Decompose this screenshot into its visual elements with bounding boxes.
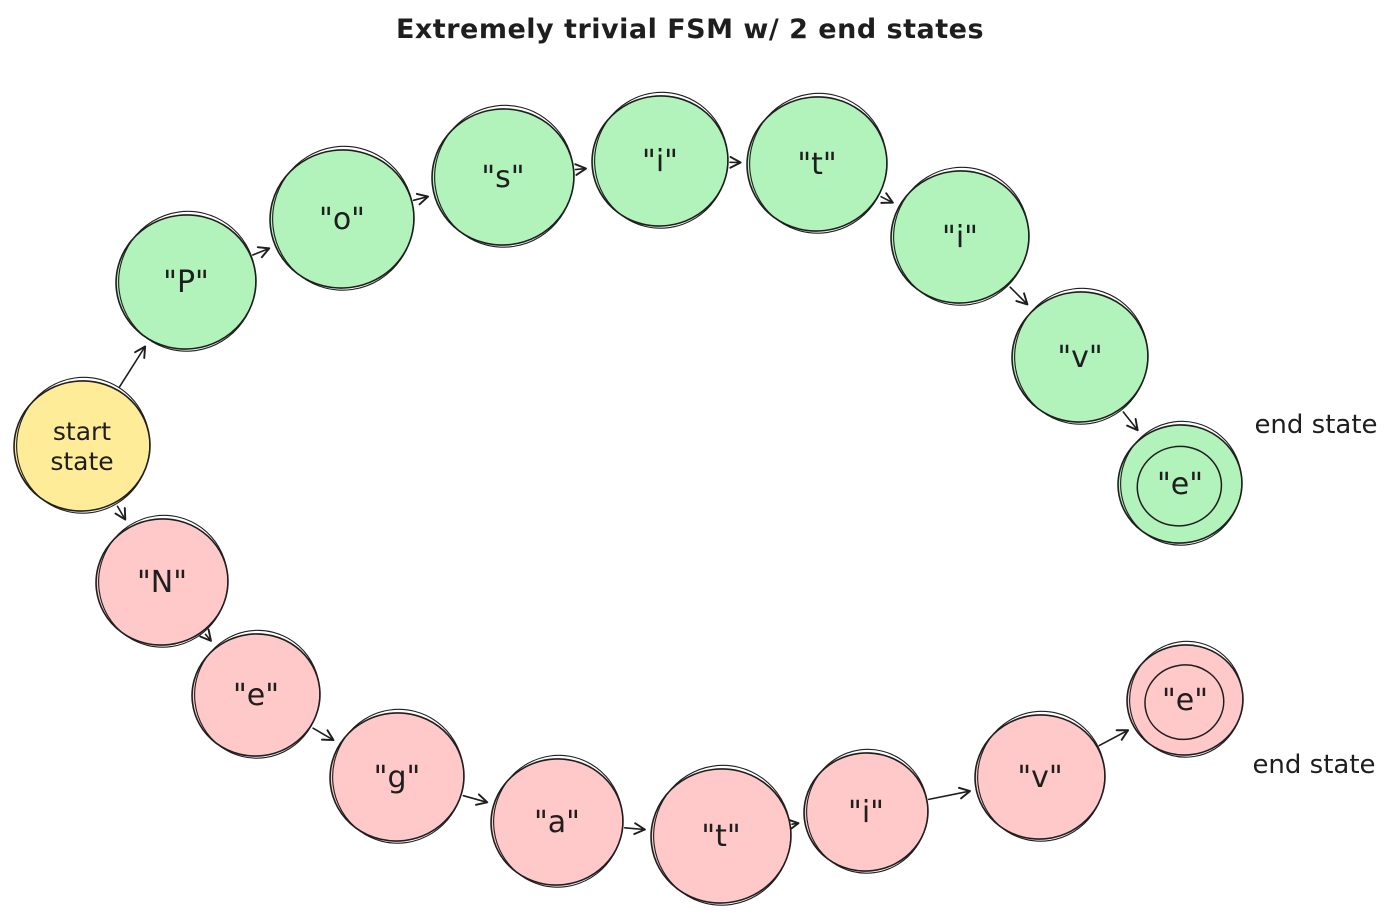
state-label: "i" bbox=[642, 144, 678, 179]
state-pos-p: "P" bbox=[115, 210, 257, 352]
state-circle-sketch-stroke bbox=[434, 104, 575, 248]
state-neg-t: "t" bbox=[650, 764, 792, 906]
state-neg-v: "v" bbox=[974, 710, 1106, 842]
state-label: "g" bbox=[374, 760, 421, 795]
transition-arrow-pos-v-to-pos-e-end bbox=[1122, 411, 1139, 432]
state-label: "N" bbox=[137, 565, 187, 600]
state-circle-sketch-stroke bbox=[272, 145, 415, 291]
state-circle-sketch-stroke bbox=[118, 210, 257, 352]
transition-arrow-neg-g-to-neg-a bbox=[462, 793, 489, 806]
state-pos-t: "t" bbox=[746, 92, 888, 234]
state-label: "e" bbox=[1162, 683, 1208, 718]
end-state-label-negative: end state bbox=[1252, 750, 1375, 780]
state-pos-v: "v" bbox=[1011, 287, 1149, 425]
state-label: "a" bbox=[534, 805, 580, 840]
state-neg-a: "a" bbox=[490, 754, 624, 888]
state-neg-e1: "e" bbox=[191, 629, 321, 759]
state-circle-sketch-stroke bbox=[1129, 640, 1244, 758]
state-circle-sketch-stroke bbox=[1014, 287, 1149, 425]
state-neg-n: "N" bbox=[95, 514, 229, 648]
state-pos-s: "s" bbox=[431, 104, 575, 248]
state-circle-sketch-stroke bbox=[749, 92, 888, 234]
state-pos-o: "o" bbox=[269, 145, 415, 291]
state-circle-sketch-stroke bbox=[806, 748, 929, 874]
state-circle-sketch-stroke bbox=[16, 376, 151, 514]
state-circle-sketch-stroke bbox=[332, 708, 465, 844]
state-neg-e-end: "e" bbox=[1126, 640, 1244, 758]
transition-arrow-neg-v-to-neg-e-end bbox=[1098, 729, 1130, 747]
state-pos-i2: "i" bbox=[890, 166, 1030, 306]
transition-arrow-pos-o-to-pos-s bbox=[412, 192, 430, 206]
end-state-label-positive: end state bbox=[1254, 410, 1377, 440]
state-pos-i1: "i" bbox=[591, 91, 729, 229]
state-circle-sketch-stroke bbox=[1120, 420, 1243, 546]
state-circle-sketch-stroke bbox=[653, 764, 792, 906]
diagram-title: Extremely trivial FSM w/ 2 end states bbox=[396, 14, 984, 45]
state-label: "e" bbox=[1157, 467, 1203, 502]
state-label: "i" bbox=[942, 220, 978, 255]
state-pos-e-end: "e" bbox=[1117, 420, 1243, 546]
state-label: "e" bbox=[233, 678, 279, 713]
state-label: "i" bbox=[848, 795, 884, 830]
state-label: "s" bbox=[481, 160, 524, 195]
state-label: "o" bbox=[319, 202, 365, 237]
transition-arrow-pos-i2-to-pos-v bbox=[1009, 286, 1029, 306]
state-label: "v" bbox=[1057, 340, 1102, 375]
state-neg-g: "g" bbox=[329, 708, 465, 844]
transition-arrow-neg-n-to-neg-e1 bbox=[199, 628, 212, 642]
transition-arrow-pos-s-to-pos-i1 bbox=[574, 163, 587, 176]
state-circle-sketch-stroke bbox=[98, 514, 229, 648]
state-circle-sketch-stroke bbox=[977, 710, 1106, 842]
state-label: "t" bbox=[701, 819, 740, 854]
transition-arrow-neg-e1-to-neg-g bbox=[312, 727, 335, 742]
transition-arrow-neg-t-to-neg-i bbox=[786, 818, 800, 832]
state-circle-sketch-stroke bbox=[594, 91, 729, 229]
transition-arrow-start-to-neg-n bbox=[114, 505, 127, 521]
state-label: "v" bbox=[1017, 760, 1062, 795]
end-state-inner-circle bbox=[1144, 664, 1225, 741]
transition-arrow-neg-i-to-neg-v bbox=[927, 786, 971, 801]
state-circle-sketch-stroke bbox=[493, 754, 624, 888]
end-state-inner-circle bbox=[1136, 445, 1223, 527]
transition-arrow-neg-a-to-neg-t bbox=[623, 822, 646, 836]
state-label: "t" bbox=[797, 147, 836, 182]
state-circle-sketch-stroke bbox=[893, 166, 1030, 306]
transition-arrow-pos-p-to-pos-o bbox=[252, 246, 271, 259]
transitions-layer bbox=[114, 155, 1139, 836]
state-label: "P" bbox=[163, 265, 209, 300]
transition-arrow-pos-t-to-pos-i2 bbox=[880, 192, 894, 204]
transition-arrow-start-to-pos-p bbox=[118, 345, 147, 388]
state-circle-sketch-stroke bbox=[194, 629, 321, 759]
state-neg-i: "i" bbox=[803, 748, 929, 874]
